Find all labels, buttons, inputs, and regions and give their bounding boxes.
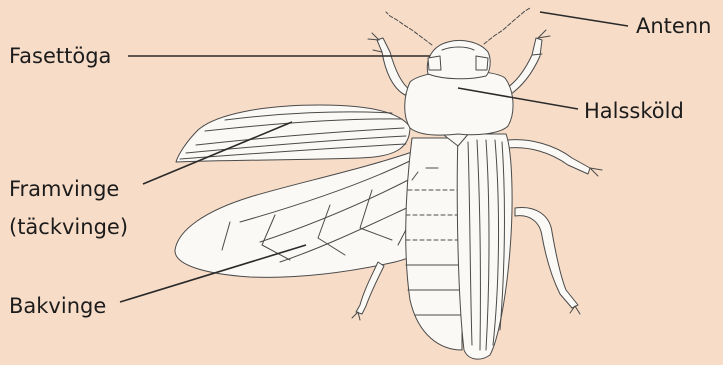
- label-framvinge: Framvinge: [9, 177, 119, 201]
- hind-wing: [175, 150, 432, 277]
- label-tackvinge: (täckvinge): [9, 215, 128, 239]
- abdomen: [406, 138, 462, 350]
- compound-eye-right: [476, 56, 488, 70]
- compound-eye-left: [428, 56, 441, 70]
- antennae: [386, 8, 530, 45]
- head: [427, 40, 490, 78]
- leader-antenn: [540, 12, 628, 26]
- fore-wing-closed: [457, 134, 512, 359]
- pronotum: [405, 71, 513, 135]
- label-antenn: Antenn: [636, 14, 711, 38]
- label-fasettoga: Fasettöga: [9, 44, 111, 68]
- label-bakvinge: Bakvinge: [9, 294, 106, 318]
- fore-wing-raised: [176, 105, 410, 162]
- label-halskold: Halssköld: [584, 99, 684, 123]
